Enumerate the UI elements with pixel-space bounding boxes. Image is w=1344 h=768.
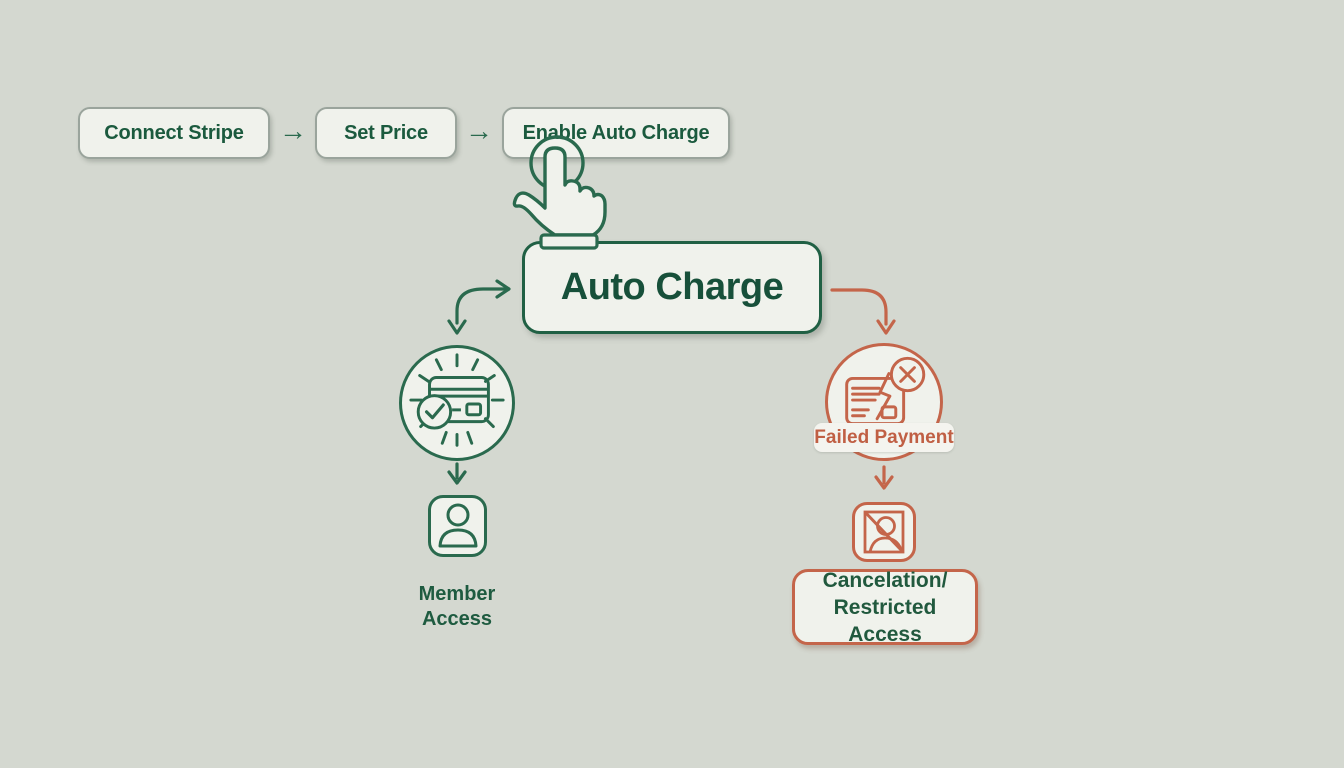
failed-payment-label: Failed Payment — [814, 426, 954, 448]
member-access-label: Member Access — [377, 582, 537, 632]
member-access-line1: Member — [418, 583, 496, 605]
card-approved-burst-icon — [409, 353, 505, 447]
user-blocked-icon — [863, 510, 905, 554]
failed-payment-badge: Failed Payment — [814, 423, 954, 452]
auto-charge-label: Auto Charge — [560, 266, 784, 308]
step-set-price: Set Price — [315, 107, 457, 159]
step-label: Enable Auto Charge — [522, 121, 710, 144]
success-down-arrow — [447, 462, 467, 485]
flow-arrow-icon: → — [279, 115, 307, 146]
cancelation-line2: Restricted Access — [833, 595, 937, 646]
step-label: Set Price — [344, 121, 428, 144]
success-connector-arrow — [447, 279, 511, 335]
auto-charge-node: Auto Charge — [522, 241, 822, 334]
member-access-node — [428, 495, 487, 557]
member-person-icon — [438, 503, 477, 548]
step-label: Connect Stripe — [104, 121, 244, 144]
payment-success-circle — [399, 345, 515, 461]
failure-connector-arrow — [830, 288, 896, 335]
flow-arrow-icon: → — [465, 115, 493, 146]
restricted-user-node — [852, 502, 916, 562]
failure-down-arrow — [874, 465, 894, 490]
step-connect-stripe: Connect Stripe — [78, 107, 270, 159]
cancelation-line1: Cancelation/ — [822, 568, 948, 592]
step-enable-auto-charge: Enable Auto Charge — [502, 107, 730, 159]
member-access-line2: Access — [421, 608, 493, 630]
cancelation-node: Cancelation/ Restricted Access — [792, 568, 978, 646]
